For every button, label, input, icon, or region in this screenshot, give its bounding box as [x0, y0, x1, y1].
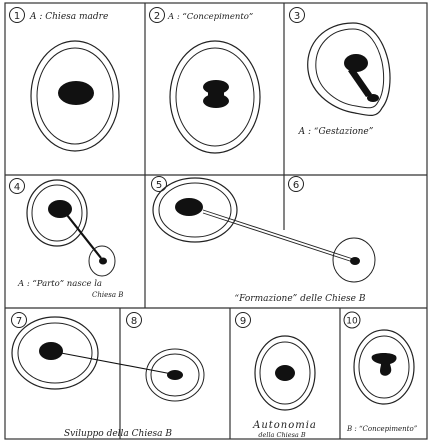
panel-1-label: A : Chiesa madre — [29, 12, 108, 22]
svg-text:10: 10 — [346, 317, 358, 327]
panel-2-number: 2 — [149, 7, 165, 23]
panel-5-6-formation — [152, 177, 376, 283]
bud-stalk — [348, 68, 372, 97]
nucleus-dividing — [371, 353, 397, 376]
svg-text:2: 2 — [154, 11, 160, 22]
mother-outer-ring — [11, 316, 99, 390]
mother-nucleus — [175, 198, 203, 216]
cell-outer-ring — [353, 329, 415, 405]
svg-text:9: 9 — [240, 316, 246, 327]
panel-7-8-development — [11, 316, 205, 402]
cell-outer-ring — [169, 40, 261, 154]
panel-8-number: 8 — [126, 312, 142, 328]
mother-nucleus — [39, 342, 63, 360]
cell-inner-ring — [358, 335, 410, 399]
mother-outer-ring — [26, 179, 88, 247]
daughter-nucleus — [99, 257, 107, 265]
cell-inner-ring — [36, 47, 114, 145]
panel-10-label: B : “Concepimento” — [346, 425, 418, 433]
autonomia-caption: Autonomia — [252, 420, 317, 431]
mother-inner-ring — [31, 184, 83, 242]
mother-inner-ring — [158, 182, 232, 238]
grid-frame — [4, 2, 428, 440]
cell-inner-ring — [175, 47, 255, 147]
cell-inner-ring — [259, 341, 311, 405]
panel-4-label-sub: Chiesa B — [92, 291, 123, 299]
daughter-inner-ring — [150, 353, 200, 397]
panel-4-label: A : “Parto” nasce la — [17, 278, 102, 289]
link-line-b — [202, 212, 354, 263]
panel-6-number: 6 — [288, 176, 304, 192]
mother-outer-ring — [152, 177, 238, 243]
mother-nucleus — [48, 200, 72, 218]
panel-1-mother-church — [30, 40, 120, 152]
panel-5-number: 5 — [151, 176, 167, 192]
svg-text:5: 5 — [156, 180, 162, 191]
panel-3-gestation — [307, 22, 391, 116]
nucleus — [275, 365, 295, 381]
svg-text:3: 3 — [294, 11, 300, 22]
cell-outer-ring — [254, 335, 316, 411]
svg-text:6: 6 — [293, 180, 299, 191]
formazione-caption: “Formazione” delle Chiese B — [235, 293, 366, 304]
panel-numbers: 1 2 3 4 5 6 7 8 — [9, 7, 361, 329]
svg-text:7: 7 — [16, 316, 22, 327]
daughter-nucleus — [350, 257, 360, 265]
bud — [367, 94, 379, 102]
link-line — [60, 352, 173, 375]
panel-2-label: A : “Concepimento” — [167, 11, 253, 22]
daughter-outer-ring — [145, 348, 205, 402]
svg-text:4: 4 — [14, 182, 20, 193]
cell-inner-ring — [315, 28, 385, 109]
nucleus — [58, 81, 94, 105]
svg-text:8: 8 — [131, 316, 137, 327]
daughter-cell — [332, 237, 376, 283]
panel-4-number: 4 — [9, 178, 25, 194]
nucleus — [344, 54, 368, 72]
mother-inner-ring — [17, 322, 93, 384]
autonomia-subcaption: della Chiesa B — [258, 431, 305, 439]
cell-outer-ring — [307, 22, 391, 116]
daughter-cell — [88, 245, 116, 277]
panel-9-number: 9 — [235, 312, 251, 328]
panel-10-b-conception — [353, 329, 415, 405]
panel-3-label: A : “Gestazione” — [298, 126, 374, 137]
link-line-a — [202, 209, 354, 260]
panel-9-autonomy — [254, 335, 316, 411]
panel-1-number: 1 — [9, 7, 25, 23]
umbilical-link — [66, 214, 102, 259]
panel-2-conception — [169, 40, 261, 154]
panel-10-number: 10 — [343, 311, 361, 329]
panel-7-number: 7 — [11, 312, 27, 328]
svg-text:1: 1 — [14, 11, 20, 22]
sviluppo-caption: Sviluppo della Chiesa B — [64, 429, 172, 439]
panel-3-number: 3 — [289, 7, 305, 23]
cell-outer-ring — [30, 40, 120, 152]
panel-4-birth — [26, 179, 116, 277]
daughter-nucleus — [167, 370, 183, 380]
